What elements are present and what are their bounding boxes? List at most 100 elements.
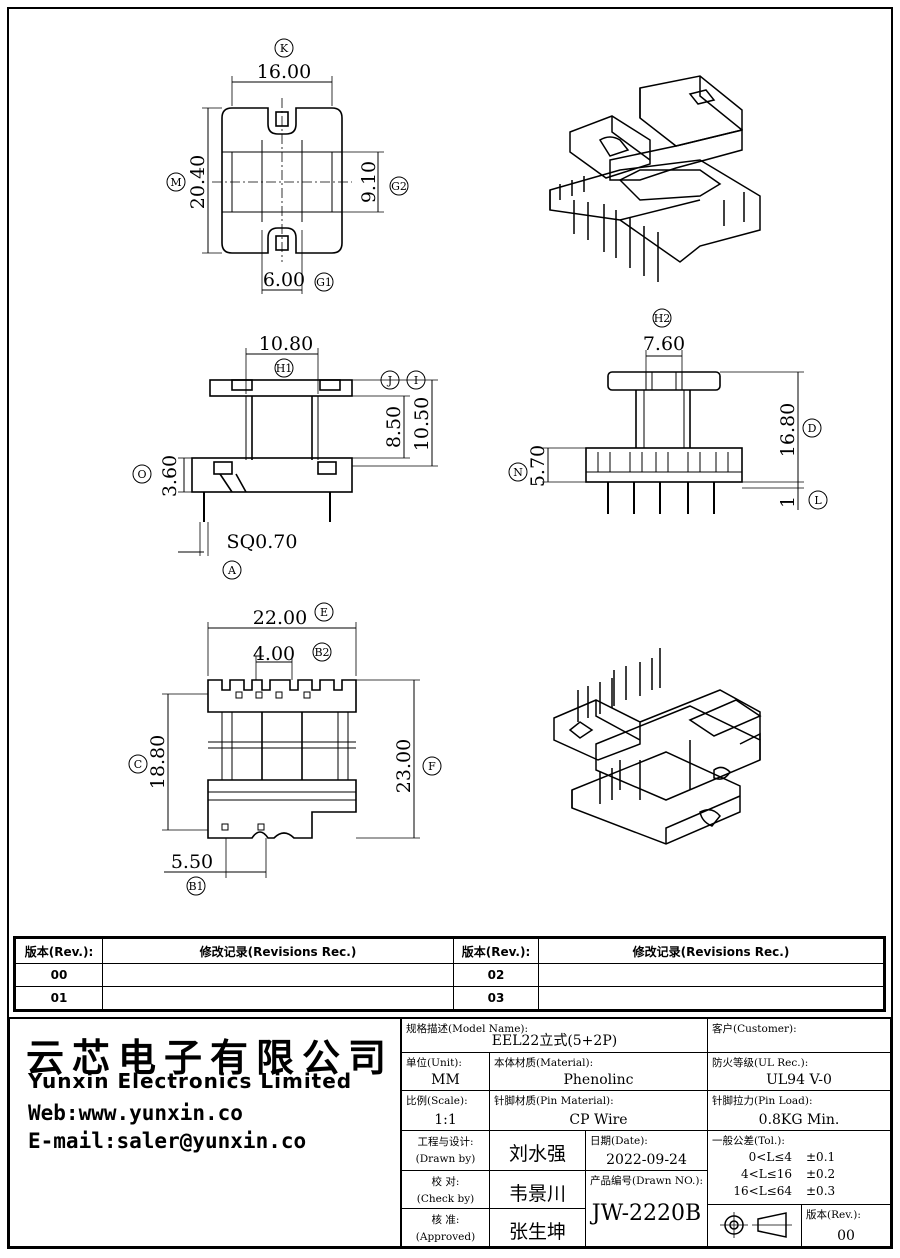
- title-block: 云芯电子有限公司 Yunxin Electronics Limited Web:…: [8, 1017, 892, 1248]
- tolerance-label: 一般公差(Tol.):: [712, 1135, 785, 1147]
- rev-cell: 02: [453, 963, 539, 987]
- dim-22-00: 22.00: [253, 607, 307, 629]
- dim-10-80: 10.80: [259, 333, 313, 355]
- dim-1: 1: [777, 496, 799, 508]
- check-by-label-cell: 校 对:(Check by): [402, 1171, 490, 1209]
- rev-value: 00: [837, 1228, 855, 1244]
- material-cell: 本体材质(Material): Phenolinc: [490, 1053, 708, 1091]
- dim-6-00: 6.00: [263, 269, 305, 291]
- label-n: N: [513, 466, 523, 479]
- pin-material-value: CP Wire: [569, 1112, 628, 1128]
- label-h2: H2: [654, 312, 671, 325]
- scale-cell: 比例(Scale): 1:1: [402, 1091, 490, 1131]
- front-view-labels: H1 10.80 J I 8.50 10.50 O 3.60 SQ0.70 A: [137, 333, 433, 577]
- label-o: O: [137, 468, 146, 481]
- scale-label: 比例(Scale):: [406, 1095, 468, 1107]
- rec-cell: [538, 963, 884, 987]
- label-g2: G2: [391, 180, 407, 193]
- unit-value: MM: [431, 1072, 460, 1088]
- rec-header-left: 修改记录(Revisions Rec.): [102, 938, 454, 964]
- date-value: 2022-09-24: [606, 1152, 687, 1168]
- rec-header-right: 修改记录(Revisions Rec.): [538, 938, 884, 964]
- dim-9-10: 9.10: [358, 161, 380, 203]
- tolerance-row: 0<L≤4±0.1: [748, 1150, 836, 1164]
- drawn-by-cell: 刘水强: [490, 1131, 586, 1171]
- outer-frame: [7, 7, 893, 1249]
- dim-10-50: 10.50: [411, 397, 433, 451]
- label-a: A: [227, 564, 237, 577]
- scale-value: 1:1: [434, 1112, 457, 1128]
- company-email: E-mail:saler@yunxin.co: [28, 1129, 307, 1153]
- tolerance-row: 16<L≤64±0.3: [733, 1184, 836, 1198]
- rev-header-right: 版本(Rev.):: [453, 938, 539, 964]
- company-block: 云芯电子有限公司 Yunxin Electronics Limited Web:…: [10, 1019, 402, 1246]
- drawn-by-label-cell: 工程与设计:(Drawn by): [402, 1131, 490, 1171]
- drawn-by-value: 刘水强: [508, 1143, 566, 1165]
- label-f: F: [428, 760, 436, 773]
- rev-cell: 01: [15, 986, 103, 1010]
- material-value: Phenolinc: [563, 1072, 634, 1088]
- projection-symbol-icon: [720, 1212, 792, 1238]
- label-i: I: [414, 374, 418, 387]
- approved-cell: 张生坤: [490, 1209, 586, 1246]
- label-m: M: [170, 176, 181, 189]
- check-by-value: 韦景川: [508, 1183, 566, 1205]
- dim-23-00: 23.00: [393, 739, 415, 793]
- rec-cell: [102, 963, 454, 987]
- isometric-view-bottom: [553, 648, 762, 845]
- customer-cell: 客户(Customer):: [708, 1019, 890, 1053]
- rev-label: 版本(Rev.):: [806, 1209, 861, 1221]
- model-value: EEL22立式(5+2P): [491, 1033, 618, 1049]
- tolerance-table: 0<L≤4±0.1 4<L≤16±0.2 16<L≤64±0.3: [708, 1149, 890, 1200]
- ul-label: 防火等级(UL Rec.):: [712, 1057, 809, 1069]
- company-name-cn: 云芯电子有限公司: [26, 1036, 395, 1080]
- company-name-en: Yunxin Electronics Limited: [28, 1069, 353, 1093]
- dim-7-60: 7.60: [643, 333, 685, 355]
- rec-cell: [102, 986, 454, 1010]
- date-label: 日期(Date):: [590, 1135, 648, 1147]
- rec-cell: [538, 986, 884, 1010]
- label-c: C: [134, 758, 142, 771]
- label-k: K: [280, 42, 289, 55]
- drawn-no-label: 产品编号(Drawn NO.):: [590, 1175, 704, 1187]
- pin-material-label: 针脚材质(Pin Material):: [494, 1095, 614, 1107]
- check-by-label: 校 对:(Check by): [416, 1176, 475, 1205]
- projection-symbol-cell: [708, 1205, 802, 1246]
- tolerance-row: 4<L≤16±0.2: [741, 1167, 836, 1181]
- dim-20-40: 20.40: [187, 155, 209, 209]
- label-b1: B1: [188, 880, 203, 893]
- company-web: Web:www.yunxin.co: [28, 1101, 243, 1125]
- side-view-labels: H2 7.60 16.80 D N 5.70 1 L: [513, 312, 822, 508]
- approved-value: 张生坤: [508, 1221, 566, 1243]
- label-l: L: [814, 494, 822, 507]
- model-label: 规格描述(Model Name):: [406, 1023, 529, 1035]
- material-label: 本体材质(Material):: [494, 1057, 594, 1069]
- rev-cell-title: 版本(Rev.): 00: [802, 1205, 890, 1246]
- ul-cell: 防火等级(UL Rec.): UL94 V-0: [708, 1053, 890, 1091]
- label-d: D: [808, 422, 817, 435]
- top-view-labels: K 16.00 M 20.40 9.10 G2 6.00 G1: [170, 42, 407, 291]
- approved-label-cell: 核 准:(Approved): [402, 1209, 490, 1246]
- dim-sq-0-70: SQ0.70: [227, 531, 298, 553]
- check-by-cell: 韦景川: [490, 1171, 586, 1209]
- label-e: E: [320, 606, 328, 619]
- dim-3-60: 3.60: [159, 455, 181, 497]
- tolerance-cell: 一般公差(Tol.): 0<L≤4±0.1 4<L≤16±0.2 16<L≤64…: [708, 1131, 890, 1205]
- label-h1: H1: [276, 362, 293, 375]
- label-b2: B2: [314, 646, 329, 659]
- drawn-no-value: JW-2220B: [591, 1201, 702, 1226]
- model-cell: 规格描述(Model Name): EEL22立式(5+2P): [402, 1019, 708, 1053]
- ul-value: UL94 V-0: [766, 1072, 832, 1088]
- pin-load-value: 0.8KG Min.: [758, 1112, 840, 1128]
- rev-header-left: 版本(Rev.):: [15, 938, 103, 964]
- dim-16: 16.00: [257, 61, 311, 83]
- rev-cell: 00: [15, 963, 103, 987]
- pin-material-cell: 针脚材质(Pin Material): CP Wire: [490, 1091, 708, 1131]
- approved-label: 核 准:(Approved): [415, 1214, 476, 1243]
- rev-cell: 03: [453, 986, 539, 1010]
- dim-16-80: 16.80: [777, 403, 799, 457]
- dim-5-70: 5.70: [527, 445, 549, 487]
- dim-18-80: 18.80: [147, 735, 169, 789]
- pin-load-label: 针脚拉力(Pin Load):: [712, 1095, 813, 1107]
- side-view: [508, 308, 828, 514]
